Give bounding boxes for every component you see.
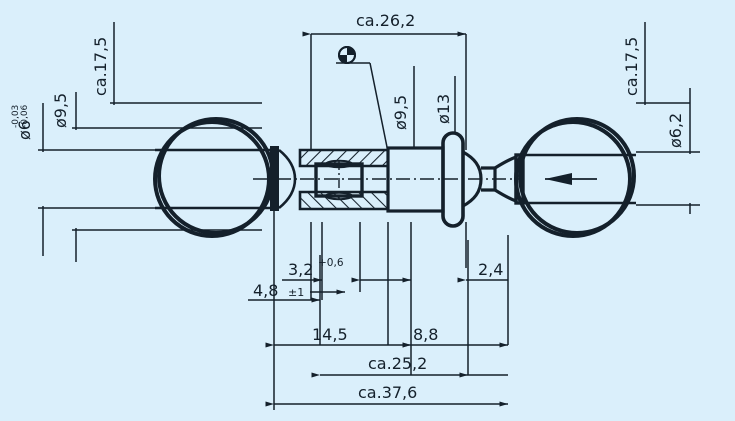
direction-arrow-icon — [545, 173, 597, 185]
part-geometry-group — [153, 46, 636, 238]
label-length-24: 2,4 — [478, 260, 503, 279]
label-diameter-sleeve: ø9,5 — [391, 95, 410, 130]
label-ca252: ca.25,2 — [368, 354, 427, 373]
left-collar — [270, 146, 279, 211]
label-ball-offset-tol: ±1 — [288, 286, 304, 299]
left-ring-outer — [153, 120, 271, 238]
dimension-label-group: ø6 -0,03 -0,06 ø9,5 ca.17,5 ca.17,5 ø6,2… — [11, 11, 685, 402]
label-diameter-pin: ø6 — [15, 120, 34, 140]
label-ball-travel-tol: +0,6 — [318, 257, 344, 269]
label-ca175-left: ca.17,5 — [91, 37, 110, 96]
label-length-88: 8,8 — [413, 325, 438, 344]
label-ball-offset: 4,8 — [253, 281, 278, 300]
leader-symbol-diagonal — [369, 62, 389, 153]
label-ca376: ca.37,6 — [358, 383, 417, 402]
pin-outline-group — [155, 148, 270, 210]
label-diameter-pin-tol-lower: -0,06 — [20, 104, 30, 128]
material-marker-symbol — [338, 46, 356, 64]
label-ball-travel: 3,2 — [288, 260, 313, 279]
label-ca262: ca.26,2 — [356, 11, 415, 30]
label-diameter-flange: ø13 — [434, 94, 453, 124]
label-diameter-right-ring-wire: ø6,2 — [666, 113, 685, 148]
dimension-line-group — [38, 22, 700, 410]
label-length-145: 14,5 — [312, 325, 348, 344]
label-ca175-right: ca.17,5 — [622, 37, 641, 96]
centerline-group — [253, 160, 520, 200]
right-pin-outline-group — [523, 153, 636, 205]
right-ring-inner — [518, 117, 636, 235]
label-diameter-left-ring-wire: ø9,5 — [51, 93, 70, 128]
label-diameter-pin-tol-upper: -0,03 — [11, 105, 21, 128]
